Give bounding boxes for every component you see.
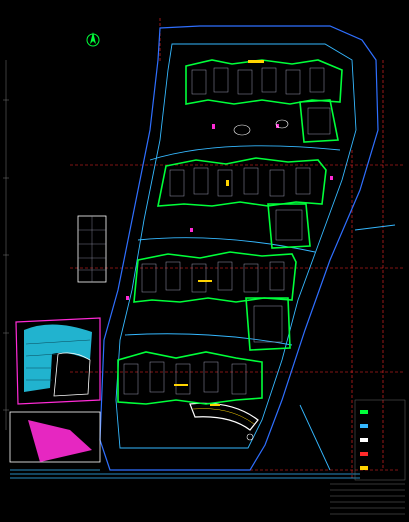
- left-tower-footprint: [77, 215, 107, 283]
- building-row-4: [117, 351, 263, 405]
- accent-swatch: [360, 466, 368, 470]
- clubhouse-building: [15, 317, 101, 405]
- notes-block: [330, 483, 405, 515]
- plaza-swatch: [360, 438, 368, 442]
- dimension-swatch: [360, 452, 368, 456]
- building-row-2: [157, 157, 327, 249]
- left-edge-ruler: [3, 60, 9, 430]
- bottom-roads: [10, 473, 360, 479]
- entrance-area: [9, 411, 101, 471]
- legend-block: [354, 399, 406, 481]
- round-features: [233, 119, 289, 441]
- site-boundary: [99, 25, 379, 471]
- magenta-markers: [126, 124, 333, 300]
- curved-plaza-inner: [192, 408, 255, 425]
- building-swatch: [360, 410, 368, 414]
- building-row-3: [133, 251, 297, 351]
- north-arrow-icon: [86, 32, 100, 47]
- building-row-1: [185, 59, 343, 143]
- road-swatch: [360, 424, 368, 428]
- curved-plaza: [189, 402, 259, 431]
- yellow-accents: [174, 60, 264, 406]
